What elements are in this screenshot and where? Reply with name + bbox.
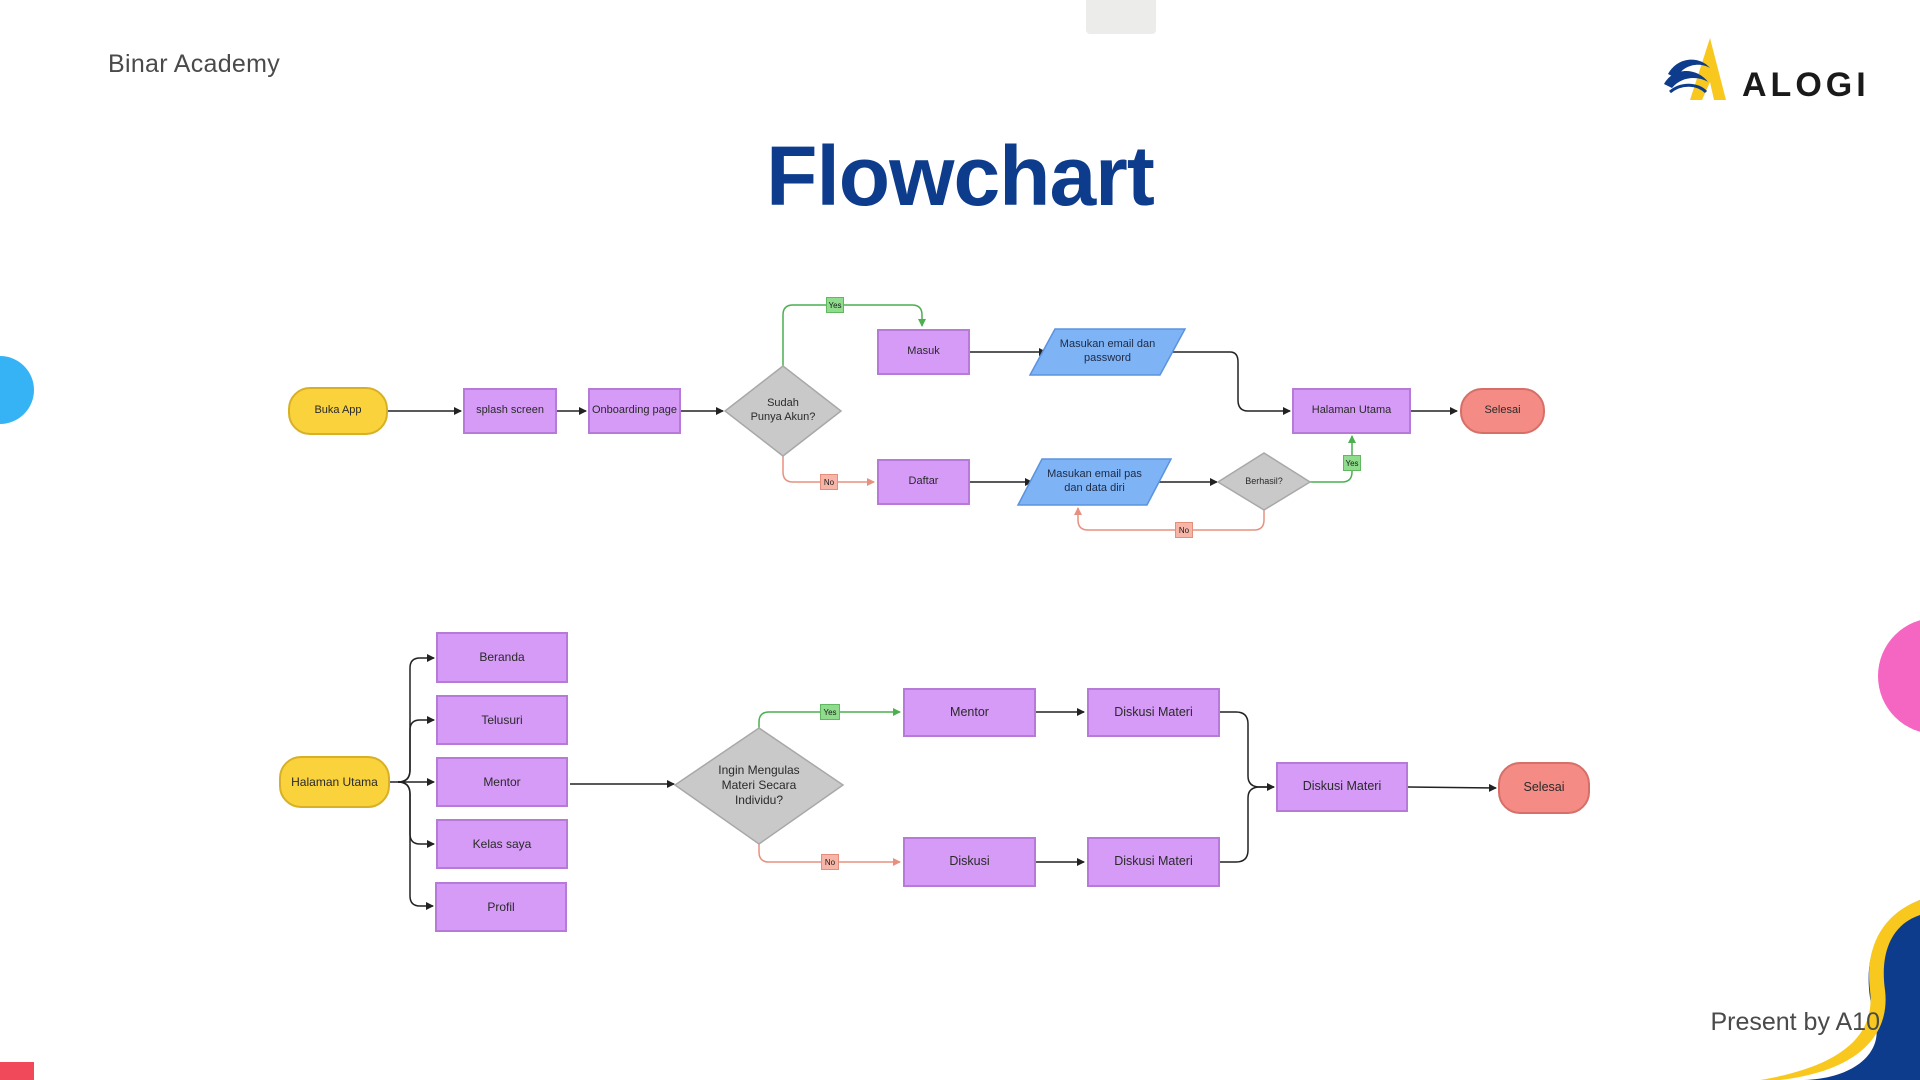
node-halaman-utama-start: Halaman Utama (279, 756, 390, 808)
node-halaman-utama: Halaman Utama (1292, 388, 1411, 434)
node-selesai-2: Selesai (1498, 762, 1590, 814)
flow2-no-connector (758, 844, 901, 866)
tag-yes: Yes (826, 297, 844, 313)
node-diskusi-materi-bottom: Diskusi Materi (1087, 837, 1220, 887)
node-onboarding-page: Onboarding page (588, 388, 681, 434)
node-diskusi-materi-merge: Diskusi Materi (1276, 762, 1408, 812)
top-tab-decoration (1086, 0, 1156, 34)
node-buka-app: Buka App (288, 387, 388, 435)
io-daftar-label: Masukan email pas dan data diri (1047, 468, 1142, 494)
decision-akun-label: Sudah Punya Akun? (750, 397, 816, 423)
red-square-decoration (0, 1062, 34, 1080)
io-login-label: Masukan email dan password (1059, 338, 1156, 364)
decision-diamond-mengulas (673, 727, 845, 845)
node-mentor: Mentor (903, 688, 1036, 737)
decision-berhasil-label: Berhasil? (1245, 476, 1283, 487)
flow1-no2-connector (1074, 507, 1265, 531)
logo-text: ALOGI (1742, 66, 1870, 104)
decision-mengulas-label: Ingin Mengulas Materi Secara Individu? (718, 762, 800, 807)
decision-diamond-berhasil (1216, 452, 1312, 511)
io-shape-daftar (1016, 458, 1173, 506)
flow2-yes-connector (758, 708, 901, 728)
node-diskusi-materi-top: Diskusi Materi (1087, 688, 1220, 737)
tag-yes-berhasil: Yes (1343, 455, 1361, 471)
tag-no-2: No (821, 854, 839, 870)
page-title: Flowchart (766, 129, 1155, 223)
flow1-yes2-connector (1310, 435, 1356, 483)
flow1-connectors (388, 348, 1458, 486)
node-daftar: Daftar (877, 459, 970, 505)
menu-item-mentor: Mentor (436, 757, 568, 807)
brand-name: Binar Academy (108, 50, 281, 78)
wave-decoration (1760, 900, 1920, 1080)
decision-diamond-akun (723, 365, 843, 457)
flow2-connectors (390, 654, 1497, 910)
menu-item-profil: Profil (435, 882, 567, 932)
alogi-logo-icon (1664, 38, 1726, 100)
flow1-yes-connector (782, 304, 926, 366)
menu-item-telusuri: Telusuri (436, 695, 568, 745)
io-shape-login (1028, 328, 1187, 376)
tag-no: No (820, 474, 838, 490)
menu-item-kelas-saya: Kelas saya (436, 819, 568, 869)
node-selesai: Selesai (1460, 388, 1545, 434)
node-masuk: Masuk (877, 329, 970, 375)
flow1-no-connector (782, 456, 875, 486)
tag-no-berhasil: No (1175, 522, 1193, 538)
menu-item-beranda: Beranda (436, 632, 568, 683)
tag-yes-2: Yes (820, 704, 840, 720)
presenter-label: Present by A10 (1710, 1008, 1880, 1036)
node-diskusi: Diskusi (903, 837, 1036, 887)
node-splash-screen: splash screen (463, 388, 557, 434)
